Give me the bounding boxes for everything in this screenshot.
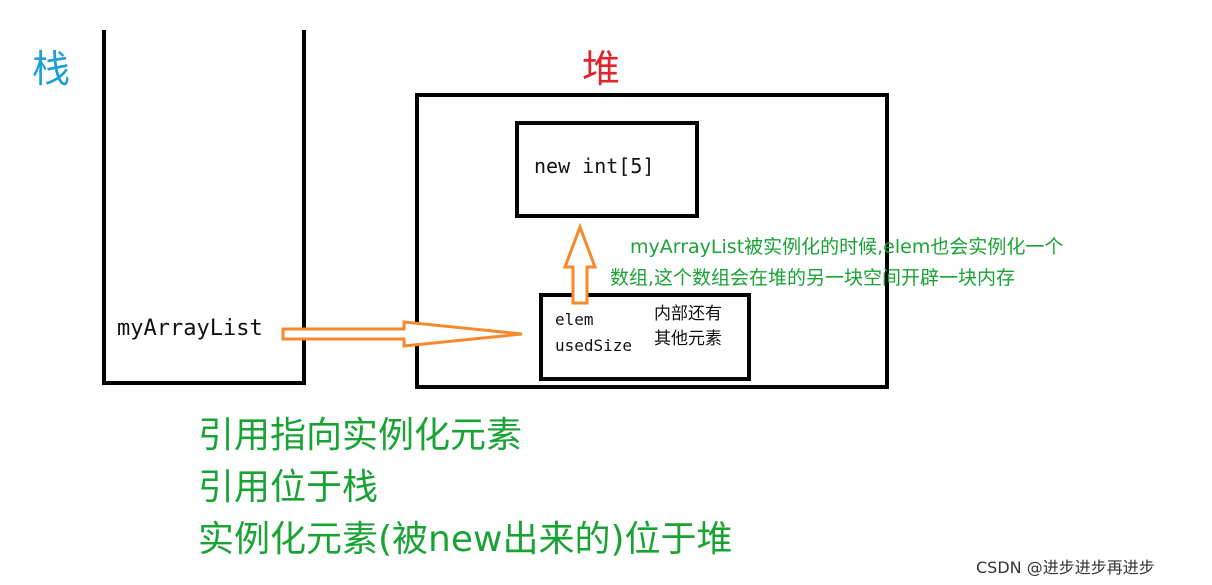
stack-label: 栈 [32, 47, 71, 91]
caption-line3: 实例化元素(被new出来的)位于堆 [198, 519, 733, 560]
heap-region [415, 93, 889, 389]
field-elem: elem [555, 310, 594, 329]
array-object-box [515, 121, 699, 218]
array-object-text: new int[5] [534, 154, 655, 178]
caption-line2: 引用位于栈 [198, 467, 379, 508]
reference-arrow [281, 320, 523, 348]
internal-note-line2: 其他元素 [654, 329, 722, 349]
internal-note-line1: 内部还有 [654, 304, 722, 324]
explanation-line2: 数组,这个数组会在堆的另一块空间开辟一块内存 [610, 267, 1016, 289]
field-used-size: usedSize [555, 336, 633, 355]
caption-line1: 引用指向实例化元素 [198, 415, 523, 456]
reference-variable: myArrayList [117, 316, 263, 341]
heap-label: 堆 [582, 47, 621, 91]
internal-note: 内部还有 其他元素 [654, 302, 722, 352]
arraylist-object-box [539, 293, 751, 381]
explanation-line1: myArrayList被实例化的时候,elem也会实例化一个 [630, 236, 1064, 258]
stack-region [102, 30, 306, 385]
watermark: CSDN @进步进步再进步 [976, 558, 1155, 577]
elem-arrow [562, 222, 598, 305]
